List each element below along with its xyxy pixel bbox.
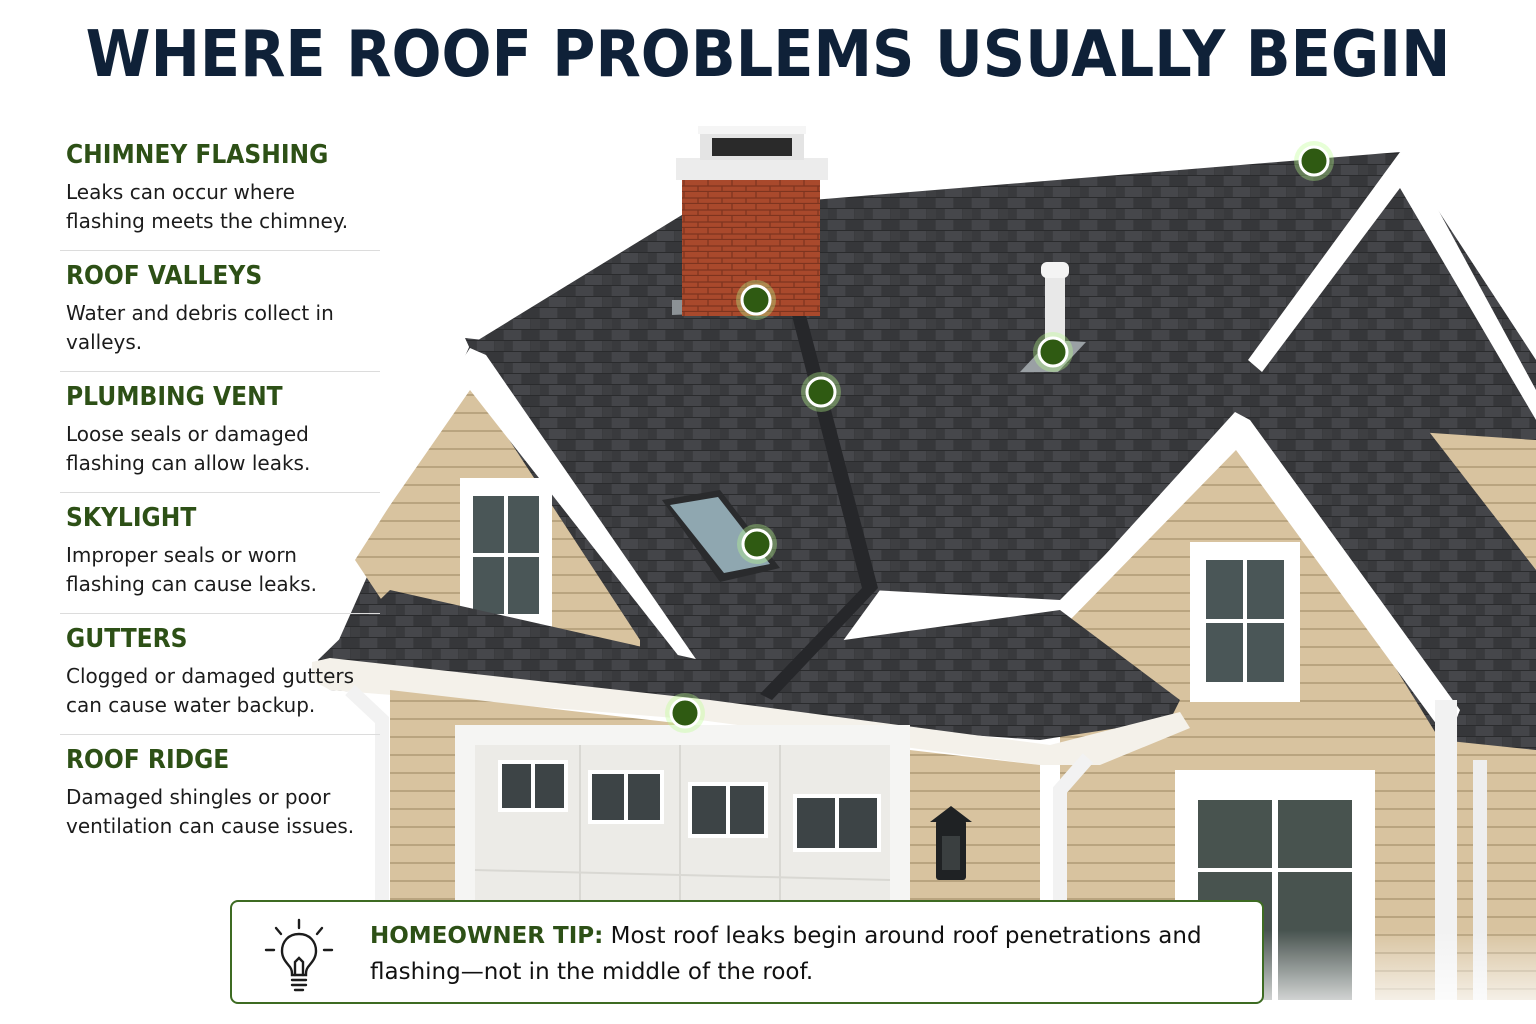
item-title: ROOF RIDGE	[66, 745, 230, 775]
item-description: Damaged shingles or poor ventilation can…	[66, 785, 355, 838]
list-item: ROOF VALLEYS Water and debris collect in…	[60, 251, 380, 372]
item-title: SKYLIGHT	[66, 503, 197, 533]
homeowner-tip-box: HOMEOWNER TIP: Most roof leaks begin aro…	[230, 900, 1264, 1004]
list-item: CHIMNEY FLASHING Leaks can occur where f…	[60, 130, 380, 251]
list-item: SKYLIGHT Improper seals or worn flashing…	[60, 493, 380, 614]
item-title: GUTTERS	[66, 624, 188, 654]
item-description: Water and debris collect in valleys.	[66, 301, 334, 354]
item-title: CHIMNEY FLASHING	[66, 140, 329, 170]
list-item: GUTTERS Clogged or damaged gutters can c…	[60, 614, 380, 735]
lightbulb-icon	[264, 918, 334, 992]
item-description: Improper seals or worn flashing can caus…	[66, 543, 318, 596]
tip-body: Most roof leaks begin around roof penetr…	[370, 923, 1202, 985]
item-description: Loose seals or damaged flashing can allo…	[66, 422, 311, 475]
item-description: Leaks can occur where flashing meets the…	[66, 180, 349, 233]
page-title: WHERE ROOF PROBLEMS USUALLY BEGIN	[85, 18, 1451, 92]
item-title: PLUMBING VENT	[66, 382, 283, 412]
item-title: ROOF VALLEYS	[66, 261, 263, 291]
tip-text: HOMEOWNER TIP: Most roof leaks begin aro…	[370, 918, 1250, 990]
item-description: Clogged or damaged gutters can cause wat…	[66, 664, 355, 717]
list-item: PLUMBING VENT Loose seals or damaged fla…	[60, 372, 380, 493]
problem-area-list: CHIMNEY FLASHING Leaks can occur where f…	[60, 130, 380, 855]
tip-label: HOMEOWNER TIP:	[370, 923, 604, 949]
list-item: ROOF RIDGE Damaged shingles or poor vent…	[60, 735, 380, 855]
